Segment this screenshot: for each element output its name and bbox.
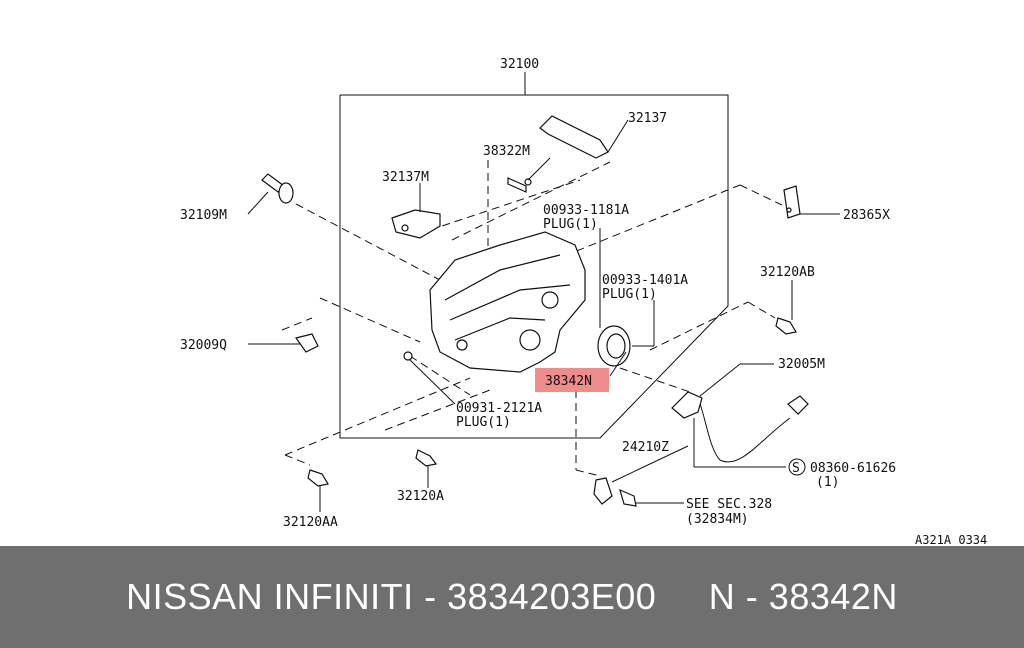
shaft-32109m [261, 173, 294, 204]
footer-part-text: NISSAN INFINITI - 3834203E00 N - 38342N [126, 576, 898, 617]
s-symbol-text: S [792, 461, 800, 476]
label-32120a: 32120A [397, 489, 444, 504]
label-00933-1401a: 00933-1401A [602, 273, 688, 288]
label-32137m: 32137M [382, 170, 429, 185]
label-32005m: 32005M [778, 357, 825, 372]
label-quantity-1: (1) [816, 475, 839, 490]
seal-32009q [294, 333, 319, 353]
clip-24210z [593, 477, 613, 505]
exploded-parts-diagram: 32100 32137 38322M 32137M 32109M 00933-1… [180, 57, 987, 546]
bracket-32137 [539, 115, 609, 159]
label-32834m: (32834M) [686, 512, 749, 527]
highlighted-part-box [535, 368, 609, 392]
label-32100: 32100 [500, 57, 539, 72]
bracket-32137m [391, 209, 441, 239]
oil-seal [597, 325, 631, 367]
transfer-case-housing [429, 231, 586, 373]
assembly-frame [339, 94, 729, 439]
leader-lines [247, 119, 840, 512]
label-see-sec-328: SEE SEC.328 [686, 497, 772, 512]
label-32120ab: 32120AB [760, 265, 815, 280]
label-00933-1181a: 00933-1181A [543, 203, 629, 218]
label-00931-2121a: 00931-2121A [456, 401, 542, 416]
label-08360-61626: 08360-61626 [810, 461, 896, 476]
bolt-38322m [507, 177, 532, 193]
bolt-32120ab [775, 317, 797, 335]
part-labels: 32100 32137 38322M 32137M 32109M 00933-1… [180, 57, 987, 546]
part-number-footer: NISSAN INFINITI - 3834203E00 N - 38342N [0, 546, 1024, 648]
plug-00931 [403, 351, 413, 361]
label-32120aa: 32120AA [283, 515, 338, 530]
label-plug-1-c: PLUG(1) [456, 415, 511, 430]
sensor-32005m [671, 391, 809, 463]
label-32137: 32137 [628, 111, 667, 126]
s-symbol-circle [788, 458, 806, 476]
bolt-32120aa [307, 469, 329, 487]
label-plug-1-a: PLUG(1) [543, 217, 598, 232]
label-32109m: 32109M [180, 208, 227, 223]
bolt-32834m [619, 488, 637, 507]
label-38342n: 38342N [545, 374, 592, 389]
label-28365x: 28365X [843, 208, 890, 223]
clip-28365x [783, 185, 801, 219]
diagram-reference-code: A321A 0334 [915, 533, 987, 546]
label-38322m: 38322M [483, 144, 530, 159]
label-plug-1-b: PLUG(1) [602, 287, 657, 302]
bolt-32120a [415, 449, 438, 467]
label-32009q: 32009Q [180, 338, 227, 353]
label-24210z: 24210Z [622, 440, 669, 455]
